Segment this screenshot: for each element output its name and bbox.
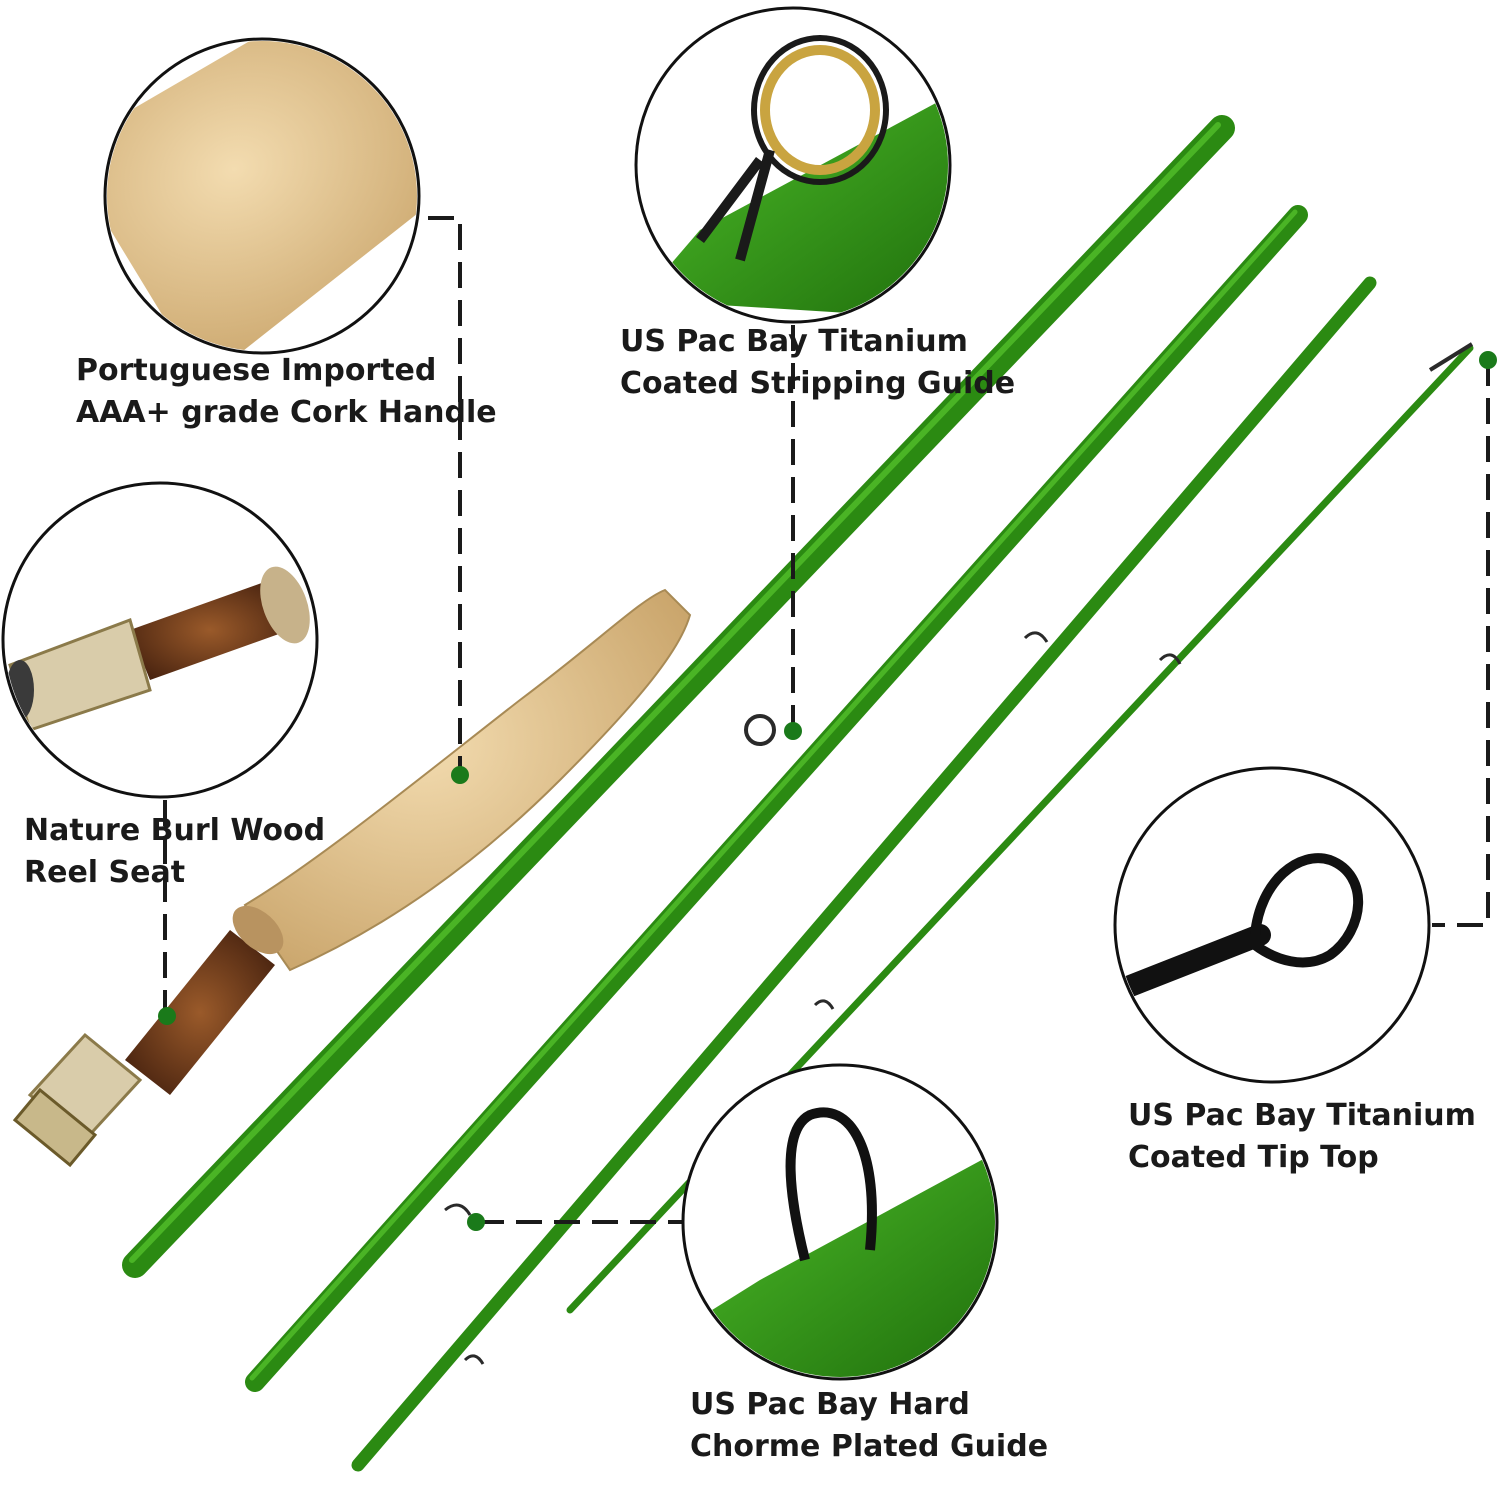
connector-dot-cork [451, 766, 469, 784]
label-stripping-guide-line2: Coated Stripping Guide [620, 366, 1016, 401]
label-cork-handle: Portuguese Imported AAA+ grade Cork Hand… [76, 350, 497, 434]
label-snake-guide-line1: US Pac Bay Hard [690, 1387, 970, 1422]
tip-top-on-rod [1428, 342, 1474, 372]
label-stripping-guide: US Pac Bay Titanium Coated Stripping Gui… [620, 321, 1015, 405]
connector-dot-reel-seat [158, 1007, 176, 1025]
detail-circle-tip-top [1113, 766, 1431, 1084]
detail-circle-snake-guide [681, 1063, 999, 1381]
label-tip-top-line2: Coated Tip Top [1128, 1140, 1379, 1175]
label-cork-handle-line2: AAA+ grade Cork Handle [76, 395, 497, 430]
detail-circle-stripping-guide [634, 6, 952, 324]
rod-section-second [245, 205, 1308, 1392]
guide-stripping-on-rod [744, 714, 776, 746]
cork-handle [232, 588, 692, 972]
detail-circle-reel-seat [1, 481, 319, 799]
reel-seat [12, 930, 275, 1168]
connector-dot-tip-top [1479, 351, 1497, 369]
guide-snake-on-rod [444, 631, 1182, 1365]
connector-dot-snake-guide [467, 1213, 485, 1231]
rod-section-third [351, 276, 1377, 1472]
label-cork-handle-line1: Portuguese Imported [76, 353, 437, 388]
label-tip-top-line1: US Pac Bay Titanium [1128, 1098, 1476, 1133]
label-snake-guide: US Pac Bay Hard Chorme Plated Guide [690, 1384, 1048, 1468]
connector-dot-stripping-guide [784, 722, 802, 740]
label-reel-seat: Nature Burl Wood Reel Seat [24, 810, 325, 894]
connector-tip-top [1432, 360, 1490, 927]
detail-circle-cork [103, 37, 421, 355]
label-snake-guide-line2: Chorme Plated Guide [690, 1429, 1049, 1464]
label-reel-seat-line1: Nature Burl Wood [24, 813, 326, 848]
label-stripping-guide-line1: US Pac Bay Titanium [620, 324, 968, 359]
rod-section-butt [122, 115, 1235, 1278]
label-reel-seat-line2: Reel Seat [24, 855, 186, 890]
connector-cork-handle [428, 216, 462, 775]
label-tip-top: US Pac Bay Titanium Coated Tip Top [1128, 1095, 1476, 1179]
